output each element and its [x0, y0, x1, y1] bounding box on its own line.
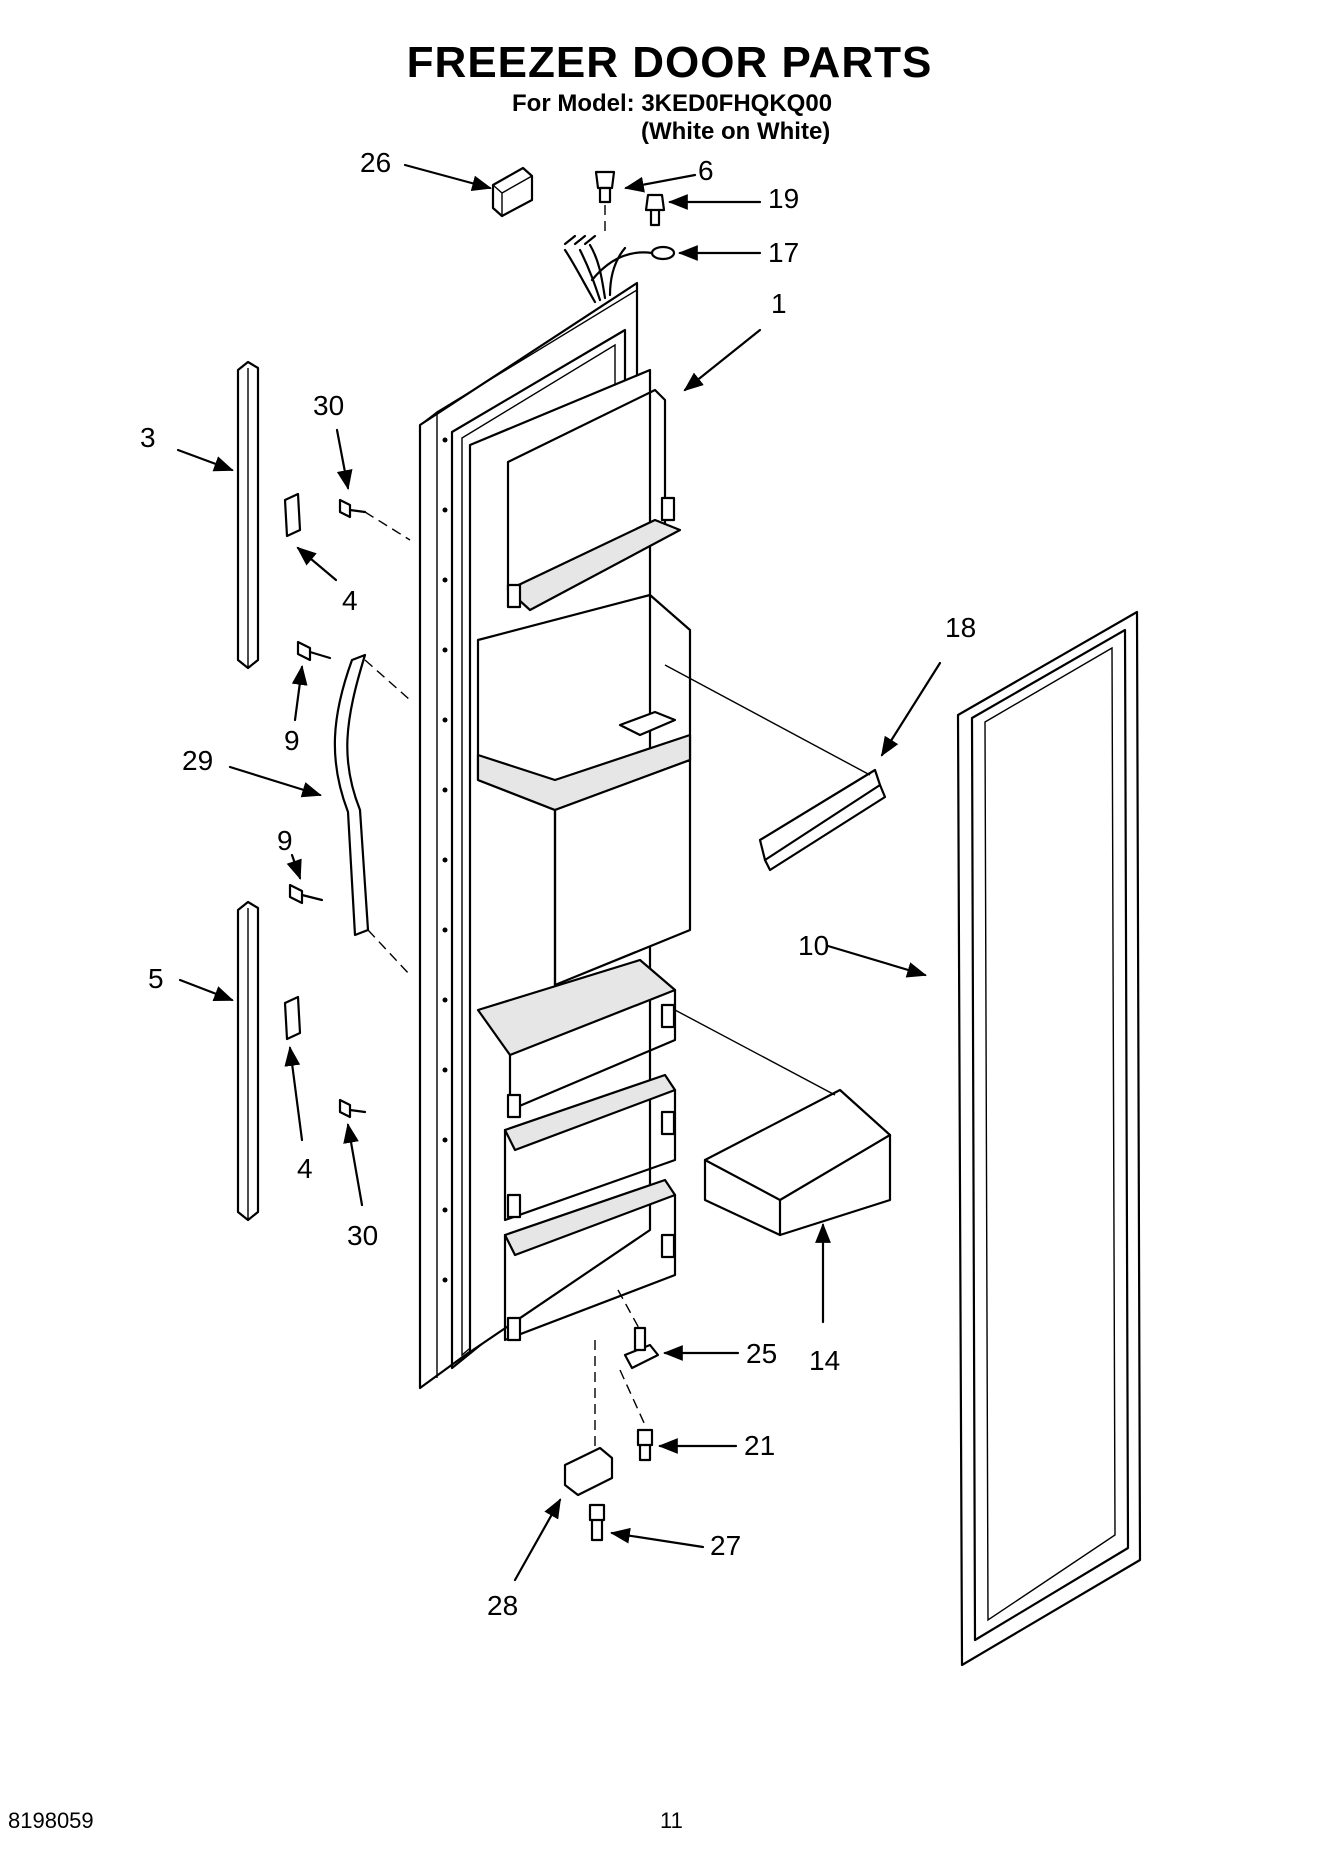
part-10-gasket: [956, 610, 1142, 1667]
callout-18: 18: [945, 612, 976, 643]
callout-1: 1: [771, 288, 787, 319]
part-18: [758, 768, 882, 862]
callout-6: 6: [698, 155, 714, 186]
part-21: [636, 1428, 654, 1447]
part-28: [563, 1446, 614, 1497]
model-number: For Model: 3KED0FHQKQ00: [512, 90, 833, 117]
model-variant: (White on White): [641, 118, 831, 145]
callout-9-lower: 9: [277, 825, 293, 856]
callout-14: 14: [809, 1345, 840, 1376]
part-6: [594, 170, 616, 190]
part-27: [588, 1503, 606, 1522]
callout-4-upper: 4: [342, 585, 358, 616]
callout-27: 27: [710, 1530, 741, 1561]
part-14-bin: [703, 1088, 892, 1237]
callout-17: 17: [768, 237, 799, 268]
part-29-handle: [333, 653, 370, 937]
part-19: [644, 193, 666, 212]
page-title: FREEZER DOOR PARTS: [406, 38, 933, 87]
page-number: 11: [660, 1808, 683, 1833]
callout-21: 21: [744, 1430, 775, 1461]
callout-9-upper: 9: [284, 725, 300, 756]
callout-29: 29: [182, 745, 213, 776]
part-30-upper: [338, 498, 367, 519]
callout-30-lower: 30: [347, 1220, 378, 1251]
callout-30-upper: 30: [313, 390, 344, 421]
callout-4-lower: 4: [297, 1153, 313, 1184]
part-4-lower: [283, 995, 302, 1041]
callout-26: 26: [360, 147, 391, 178]
callout-25: 25: [746, 1338, 777, 1369]
callout-3: 3: [140, 422, 156, 453]
callout-19: 19: [768, 183, 799, 214]
part-30-lower: [338, 1098, 367, 1119]
callout-28: 28: [487, 1590, 518, 1621]
leader-lines: [176, 163, 942, 1582]
part-9-lower: [288, 883, 324, 905]
part-9-upper: [296, 640, 332, 662]
document-number: 8198059: [8, 1808, 94, 1833]
part-26: [491, 166, 534, 218]
part-4-upper: [283, 492, 302, 538]
callout-10: 10: [798, 930, 829, 961]
part-17: [650, 245, 676, 261]
freezer-door-panel: [418, 243, 692, 1390]
callout-5: 5: [148, 963, 164, 994]
